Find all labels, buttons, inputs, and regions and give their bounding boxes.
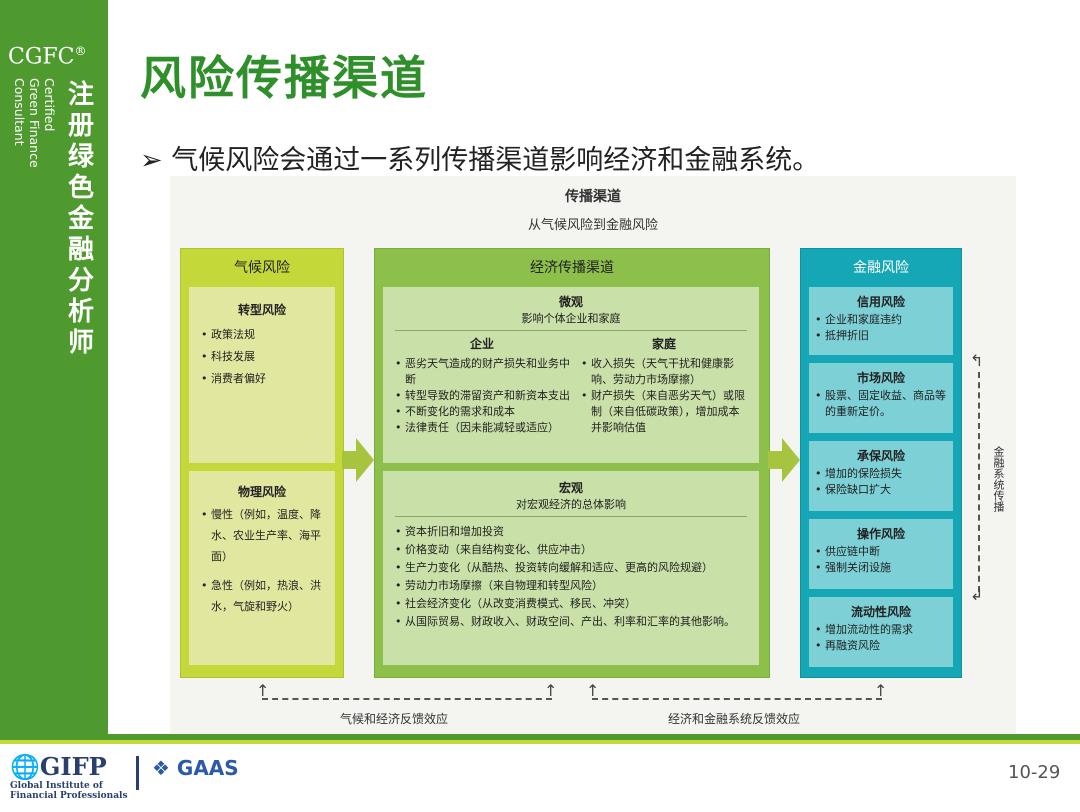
list-item: 从国际贸易、财政收入、财政空间、产出、利率和汇率的其他影响。 <box>393 613 751 631</box>
household-section: 家庭 收入损失（天气干扰和健康影响、劳动力市场摩擦） 财产损失（来自恶劣天气）或… <box>579 335 749 436</box>
market-risk-title: 市场风险 <box>856 371 905 385</box>
transition-risk-box: 转型风险 政策法规 科技发展 消费者偏好 <box>189 287 335 463</box>
climate-economy-feedback-label: 气候和经济反馈效应 <box>340 712 449 726</box>
climate-risk-column: 气候风险 转型风险 政策法规 科技发展 消费者偏好 物理风险 慢性（例如，温度、… <box>180 248 344 678</box>
list-item: 价格变动（来自结构变化、供应冲击） <box>393 541 751 559</box>
credit-risk-box: 信用风险 企业和家庭违约 抵押折旧 <box>809 287 953 355</box>
list-item: 消费者偏好 <box>199 368 331 390</box>
list-item: 急性（例如，热浪、洪水，气旋和野火） <box>199 575 329 617</box>
economic-channel-header: 经济传播渠道 <box>530 260 614 276</box>
transition-risk-title: 转型风险 <box>237 303 286 317</box>
list-item: 收入损失（天气干扰和健康影响、劳动力市场摩擦） <box>579 356 749 388</box>
propagation-diagram: 传播渠道 从气候风险到金融风险 气候风险 转型风险 政策法规 科技发展 消费者偏… <box>170 176 1016 736</box>
bullet-text: ➢ 气候风险会通过一系列传播渠道影响经济和金融系统。 <box>140 145 820 176</box>
list-item: 供应链中断 <box>813 544 949 560</box>
list-item: 抵押折旧 <box>813 328 949 344</box>
list-item: 生产力变化（从酷热、投资转向缓解和适应、更高的风险规避） <box>393 559 751 577</box>
diagram-title: 传播渠道 <box>565 189 621 205</box>
liquidity-risk-box: 流动性风险 增加流动性的需求 再融资风险 <box>809 597 953 667</box>
right-arrow-icon <box>356 438 374 482</box>
list-item: 企业和家庭违约 <box>813 312 949 328</box>
gaas-emblem-icon: ❖ <box>152 756 170 780</box>
right-arrow-icon <box>782 438 800 482</box>
list-item: 强制关闭设施 <box>813 560 949 576</box>
financial-risk-header: 金融风险 <box>853 260 909 276</box>
household-title: 家庭 <box>651 337 676 351</box>
flow-arrow-body <box>342 451 358 469</box>
feedback-dashed-line <box>592 698 882 700</box>
physical-risk-title: 物理风险 <box>237 485 286 499</box>
list-item: 政策法规 <box>199 324 331 346</box>
gifp-logo: 🌐GIFP Global Institute of Financial Prof… <box>10 752 128 801</box>
list-item: 股票、固定收益、商品等的重新定价。 <box>813 388 949 420</box>
list-item: 社会经济变化（从改变消费模式、移民、冲突） <box>393 595 751 613</box>
list-item: 转型导致的滞留资产和新资本支出 <box>393 388 571 404</box>
up-arrow-icon: ↑ <box>256 681 270 700</box>
economy-finance-feedback-label: 经济和金融系统反馈效应 <box>668 712 801 726</box>
climate-risk-header: 气候风险 <box>234 260 290 276</box>
financial-risk-column: 金融风险 信用风险 企业和家庭违约 抵押折旧 市场风险 股票、固定收益、商品等的… <box>800 248 962 678</box>
operational-risk-box: 操作风险 供应链中断 强制关闭设施 <box>809 519 953 589</box>
liquidity-risk-title: 流动性风险 <box>850 605 911 619</box>
list-item: 法律责任（因未能减轻或适应） <box>393 420 571 436</box>
macro-subtitle: 对宏观经济的总体影响 <box>516 498 626 511</box>
market-risk-box: 市场风险 股票、固定收益、商品等的重新定价。 <box>809 363 953 433</box>
list-item: 资本折旧和增加投资 <box>393 523 751 541</box>
footer-accent-bar <box>0 740 1080 744</box>
list-item: 不断变化的需求和成本 <box>393 404 571 420</box>
page-title: 风险传播渠道 <box>140 51 428 105</box>
list-item: 增加流动性的需求 <box>813 622 949 638</box>
micro-subtitle: 影响个体企业和家庭 <box>521 312 621 325</box>
insurance-risk-box: 承保风险 增加的保险损失 保险缺口扩大 <box>809 441 953 511</box>
insurance-risk-title: 承保风险 <box>856 449 905 463</box>
feedback-dashed-line <box>262 698 552 700</box>
return-arrow-icon: ↲ <box>970 585 984 604</box>
arrow-bullet-icon: ➢ <box>140 145 172 176</box>
list-item: 科技发展 <box>199 346 331 368</box>
operational-risk-title: 操作风险 <box>856 527 905 541</box>
list-item: 保险缺口扩大 <box>813 482 949 498</box>
firm-title: 企业 <box>469 337 494 351</box>
physical-risk-box: 物理风险 慢性（例如，温度、降水、农业生产率、海平面） 急性（例如，热浪、洪水，… <box>189 471 335 665</box>
gaas-logo: ❖ GAAS <box>152 756 239 780</box>
financial-system-propagation-label: 金融系统传播 <box>992 446 1005 512</box>
feedback-dashed-line <box>978 372 980 592</box>
list-item: 劳动力市场摩擦（来自物理和转型风险） <box>393 577 751 595</box>
cgfc-logo: CGFC® <box>8 44 87 70</box>
up-arrow-icon: ↑ <box>586 681 600 700</box>
micro-title: 微观 <box>558 295 583 309</box>
sidebar-chinese-title: 注册绿色金融分析师 <box>67 80 94 358</box>
page-number: 10-29 <box>1008 762 1061 783</box>
up-arrow-icon: ↑ <box>874 681 888 700</box>
up-arrow-icon: ↑ <box>544 681 558 700</box>
flow-arrow-body <box>768 451 784 469</box>
economic-channel-column: 经济传播渠道 微观 影响个体企业和家庭 企业 恶劣天气造成的财产损失和业务中断 … <box>374 248 770 678</box>
globe-icon: 🌐 <box>10 752 40 781</box>
return-arrow-icon: ↰ <box>970 351 984 370</box>
macro-box: 宏观 对宏观经济的总体影响 资本折旧和增加投资 价格变动（来自结构变化、供应冲击… <box>383 471 759 665</box>
list-item: 增加的保险损失 <box>813 466 949 482</box>
list-item: 慢性（例如，温度、降水、农业生产率、海平面） <box>199 504 329 567</box>
diagram-subtitle: 从气候风险到金融风险 <box>527 218 658 233</box>
firm-section: 企业 恶劣天气造成的财产损失和业务中断 转型导致的滞留资产和新资本支出 不断变化… <box>393 335 571 436</box>
list-item: 恶劣天气造成的财产损失和业务中断 <box>393 356 571 388</box>
list-item: 再融资风险 <box>813 638 949 654</box>
credit-risk-title: 信用风险 <box>856 295 905 309</box>
footer-divider <box>136 756 139 790</box>
sidebar: CGFC® 注册绿色金融分析师 Certified Green Finance … <box>0 0 108 740</box>
micro-box: 微观 影响个体企业和家庭 企业 恶劣天气造成的财产损失和业务中断 转型导致的滞留… <box>383 287 759 463</box>
list-item: 财产损失（来自恶劣天气）或限制（来自低碳政策），增加成本并影响估值 <box>579 388 749 436</box>
macro-title: 宏观 <box>558 481 583 495</box>
footer-bar <box>108 734 1080 740</box>
sidebar-english-title: Certified Green Finance Consultant <box>12 78 57 168</box>
